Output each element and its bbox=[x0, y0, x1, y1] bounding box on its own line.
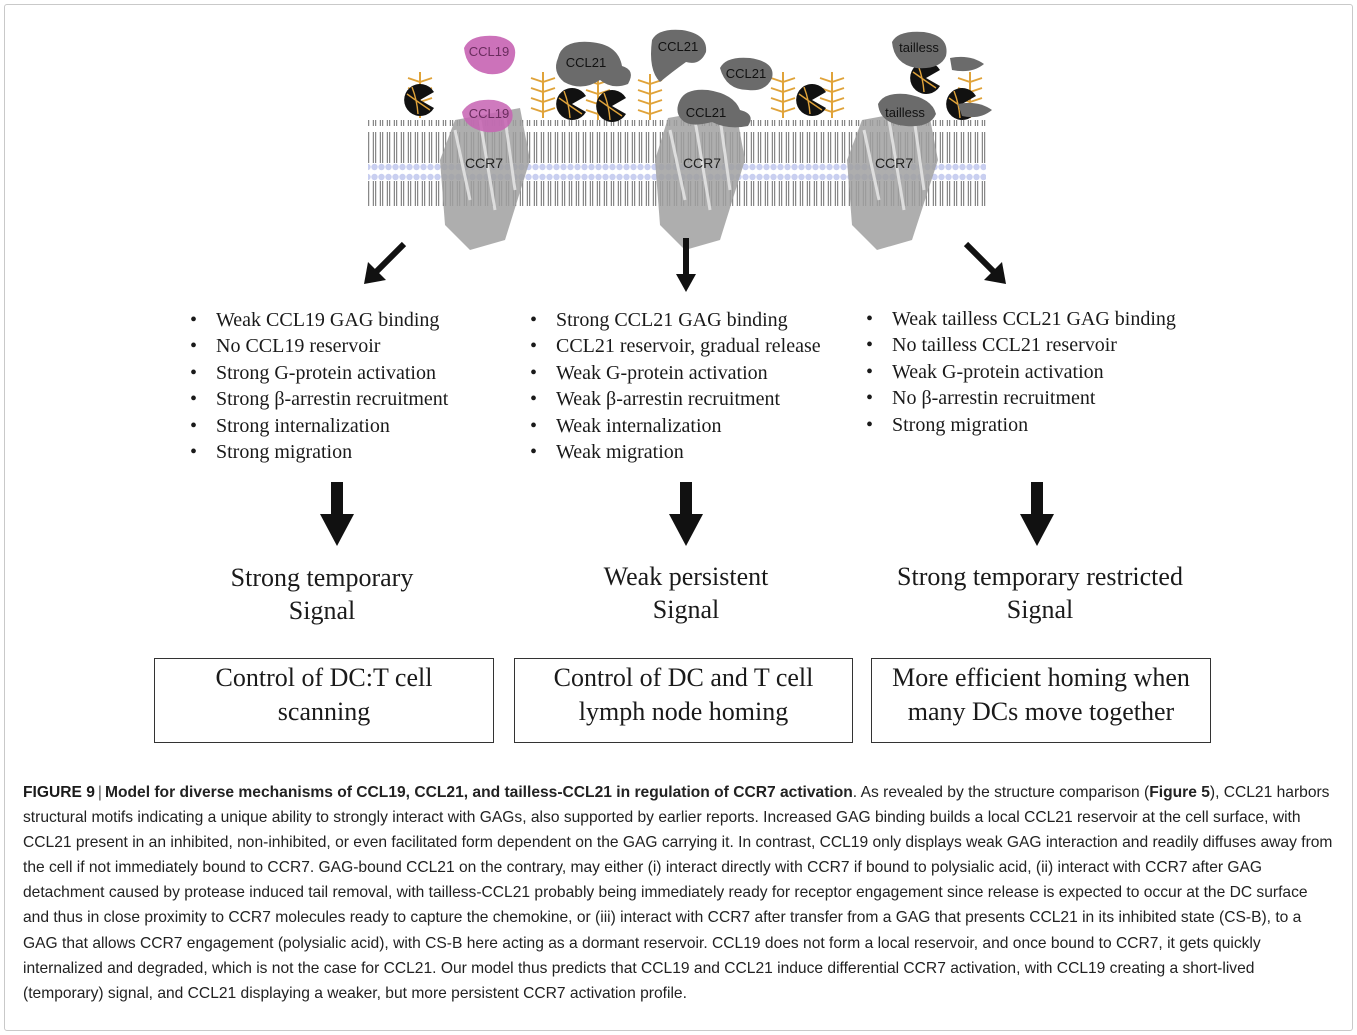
signal-text: Signal bbox=[652, 595, 720, 624]
caption-body: ), CCL21 harbors structural motifs indic… bbox=[23, 784, 1333, 1002]
ccl21-bound-label: CCL21 bbox=[686, 105, 726, 120]
bullet-item: No CCL19 reservoir bbox=[188, 333, 448, 360]
outcome-text: More efficient homing when bbox=[892, 663, 1190, 692]
signal-text: Strong temporary bbox=[230, 563, 414, 592]
bullet-item: No β-arrestin recruitment bbox=[864, 385, 1176, 412]
figure-diagram: CCR7 CCR7 CCR7 CCL19 CCL19 CCL21 CCL21 C… bbox=[0, 0, 1357, 760]
tailless-ccl21-icon bbox=[892, 31, 947, 69]
bullet-item: Strong CCL21 GAG binding bbox=[528, 307, 821, 334]
bullet-item: Strong G-protein activation bbox=[188, 360, 448, 387]
outcome-text: many DCs move together bbox=[907, 697, 1175, 726]
bullet-item: Weak CCL19 GAG binding bbox=[188, 307, 448, 334]
ccl19-chemokine-icon bbox=[464, 35, 516, 75]
ccr7-receptor-3 bbox=[847, 108, 938, 250]
ccr7-receptor-1 bbox=[440, 108, 530, 250]
down-arrow-right-icon bbox=[1020, 482, 1054, 546]
signal-text: Signal bbox=[1006, 595, 1074, 624]
figure-reference-link[interactable]: Figure 5 bbox=[1149, 784, 1210, 801]
bullets-ccl19: Weak CCL19 GAG binding No CCL19 reservoi… bbox=[188, 307, 448, 466]
ccl21-label-a: CCL21 bbox=[566, 55, 606, 70]
bullet-item: Weak G-protein activation bbox=[528, 360, 821, 387]
bullet-item: CCL21 reservoir, gradual release bbox=[528, 333, 821, 360]
gag-bound-chemokine-icon bbox=[795, 83, 827, 117]
signal-text: Strong temporary restricted bbox=[897, 562, 1183, 591]
down-arrow-center-icon bbox=[669, 482, 703, 546]
bullet-item: Weak tailless CCL21 GAG binding bbox=[864, 306, 1176, 333]
figure-frame bbox=[4, 4, 1353, 1031]
down-arrow-left-icon bbox=[320, 482, 354, 546]
bullet-item: No tailless CCL21 reservoir bbox=[864, 332, 1176, 359]
outcome-text: scanning bbox=[277, 697, 371, 726]
tailless-ccl21-bound-icon bbox=[878, 93, 936, 127]
ccr7-label-1: CCR7 bbox=[465, 155, 503, 171]
bullet-item: Strong migration bbox=[188, 439, 448, 466]
ccl21-label-b: CCL21 bbox=[658, 39, 698, 54]
outcome-box-ccl19: Control of DC:T cell scanning bbox=[154, 658, 494, 743]
bullet-item: Weak β-arrestin recruitment bbox=[528, 386, 821, 413]
ccl19-free-label: CCL19 bbox=[469, 44, 509, 59]
ccl19-bound-label: CCL19 bbox=[469, 106, 509, 121]
outcome-box-tailless: More efficient homing when many DCs move… bbox=[871, 658, 1211, 743]
signal-text: Signal bbox=[288, 596, 356, 625]
caption-separator: | bbox=[97, 784, 102, 801]
caption-body: . As revealed by the structure compariso… bbox=[852, 784, 1150, 801]
bullets-tailless: Weak tailless CCL21 GAG binding No taill… bbox=[864, 306, 1176, 438]
ccl19-bound-chemokine-icon bbox=[462, 99, 513, 133]
signal-ccl19: Strong temporary Signal bbox=[172, 561, 472, 627]
outcome-box-ccl21: Control of DC and T cell lymph node homi… bbox=[514, 658, 853, 743]
outcome-text: lymph node homing bbox=[578, 697, 789, 726]
arrow-left-icon bbox=[364, 241, 407, 284]
ccr7-receptor-2 bbox=[655, 106, 745, 250]
ccl21-chemokine-icon bbox=[651, 29, 707, 82]
arrow-down-icon bbox=[676, 238, 696, 292]
figure-label: FIGURE 9 bbox=[23, 784, 95, 801]
ccl21-chemokine-icon bbox=[720, 57, 773, 91]
signal-tailless: Strong temporary restricted Signal bbox=[860, 560, 1220, 626]
bullet-item: Weak G-protein activation bbox=[864, 359, 1176, 386]
bullet-item: Weak internalization bbox=[528, 413, 821, 440]
ccr7-label-3: CCR7 bbox=[875, 155, 913, 171]
bullet-item: Weak migration bbox=[528, 439, 821, 466]
caption-title: Model for diverse mechanisms of CCL19, C… bbox=[104, 784, 853, 801]
signal-text: Weak persistent bbox=[603, 562, 769, 591]
membrane-illustration: CCR7 CCR7 CCR7 CCL19 CCL19 CCL21 CCL21 C… bbox=[320, 29, 1054, 546]
gag-bound-chemokine-icon bbox=[555, 87, 587, 121]
bullets-ccl21: Strong CCL21 GAG binding CCL21 reservoir… bbox=[528, 307, 821, 466]
tailless-label-bound: tailless bbox=[885, 105, 925, 120]
ccl21-bound-chemokine-icon bbox=[677, 89, 751, 128]
bullet-item: Strong β-arrestin recruitment bbox=[188, 386, 448, 413]
ccl21-chemokine-icon bbox=[556, 41, 631, 87]
figure-caption: FIGURE 9|Model for diverse mechanisms of… bbox=[23, 780, 1335, 1006]
bullet-item: Strong migration bbox=[864, 412, 1176, 439]
bullet-item: Strong internalization bbox=[188, 413, 448, 440]
outcome-text: Control of DC:T cell bbox=[215, 663, 433, 692]
ccl21-label-c: CCL21 bbox=[726, 66, 766, 81]
signal-ccl21: Weak persistent Signal bbox=[536, 560, 836, 626]
ccr7-label-2: CCR7 bbox=[683, 155, 721, 171]
tailless-label-a: tailless bbox=[899, 40, 939, 55]
outcome-text: Control of DC and T cell bbox=[553, 663, 814, 692]
arrow-right-icon bbox=[963, 241, 1006, 284]
gag-bound-chemokine-icon bbox=[595, 89, 627, 123]
